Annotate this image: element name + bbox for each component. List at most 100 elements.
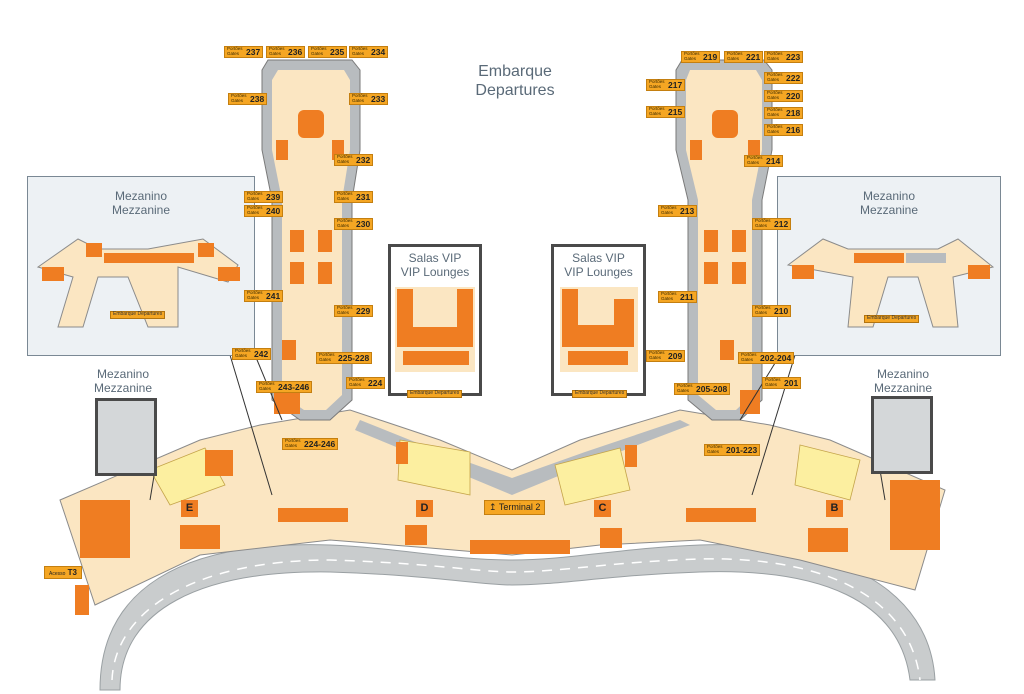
checkin-b: B	[826, 500, 843, 517]
gate-number: 233	[371, 94, 386, 104]
road-markings	[111, 558, 921, 681]
gate-number: 234	[371, 47, 386, 57]
checkin-e: E	[181, 500, 198, 517]
mezzanine-small-east	[871, 396, 933, 474]
gate-number: 237	[246, 47, 261, 57]
mezzanine-pt: Mezanino	[862, 189, 916, 203]
gate-number: 217	[668, 80, 683, 90]
vip-en: VIP Lounges	[564, 265, 633, 279]
vip-west-plan	[395, 287, 475, 372]
vip-departures-sign: Embarque Departures	[572, 390, 628, 398]
vip-departures-sign: Embarque Departures	[407, 390, 463, 398]
mezzanine-west-plan	[36, 238, 240, 328]
west-pier-floor	[272, 70, 350, 410]
mezzanine-title: Mezanino Mezzanine	[778, 189, 1000, 217]
vip-panel-east: Salas VIP VIP Lounges Embarque Departure…	[551, 244, 646, 398]
gate-number: 241	[266, 291, 281, 301]
access-road	[99, 544, 936, 691]
vip-east-plan	[560, 287, 638, 372]
t2-arrow-icon: ↥	[489, 502, 499, 512]
vip-title: Salas VIP VIP Lounges	[391, 251, 479, 279]
embarque-sign-east: Embarque Departures	[864, 315, 920, 323]
gate-number: 211	[680, 292, 694, 302]
gate-number: 212	[774, 219, 789, 229]
gate-number: 201-223	[726, 445, 758, 455]
gate-number: 243-246	[278, 382, 310, 392]
departures-title: Embarque Departures	[445, 62, 585, 100]
gate-number: 201	[784, 378, 799, 388]
gate-number: 239	[266, 192, 281, 202]
terminal-shops	[75, 442, 940, 615]
gate-number: 218	[786, 108, 801, 118]
gate-number: 235	[330, 47, 345, 57]
gate-number: 215	[668, 107, 683, 117]
vip-title: Salas VIP VIP Lounges	[554, 251, 643, 279]
checkin-c: C	[594, 500, 611, 517]
gate-number: 213	[680, 206, 695, 216]
gate-number: 242	[254, 349, 269, 359]
gate-number: 223	[786, 52, 801, 62]
terminal-2-sign: ↥ Terminal 2	[484, 500, 546, 515]
title-pt: Embarque	[478, 63, 552, 80]
gate-number: 214	[766, 156, 781, 166]
gate-number: 219	[703, 52, 718, 62]
checkin-d: D	[416, 500, 433, 517]
vip-panel-west: Salas VIP VIP Lounges Embarque Departure…	[388, 244, 482, 398]
gate-number: 240	[266, 206, 281, 216]
title-en: Departures	[475, 82, 555, 100]
mezzanine-east-plan	[786, 238, 995, 328]
gate-number: 224-246	[304, 439, 336, 449]
t3-prefix: Acesso	[49, 571, 66, 577]
vip-en: VIP Lounges	[400, 265, 470, 279]
mezzanine-title: Mezanino Mezzanine	[28, 189, 254, 217]
